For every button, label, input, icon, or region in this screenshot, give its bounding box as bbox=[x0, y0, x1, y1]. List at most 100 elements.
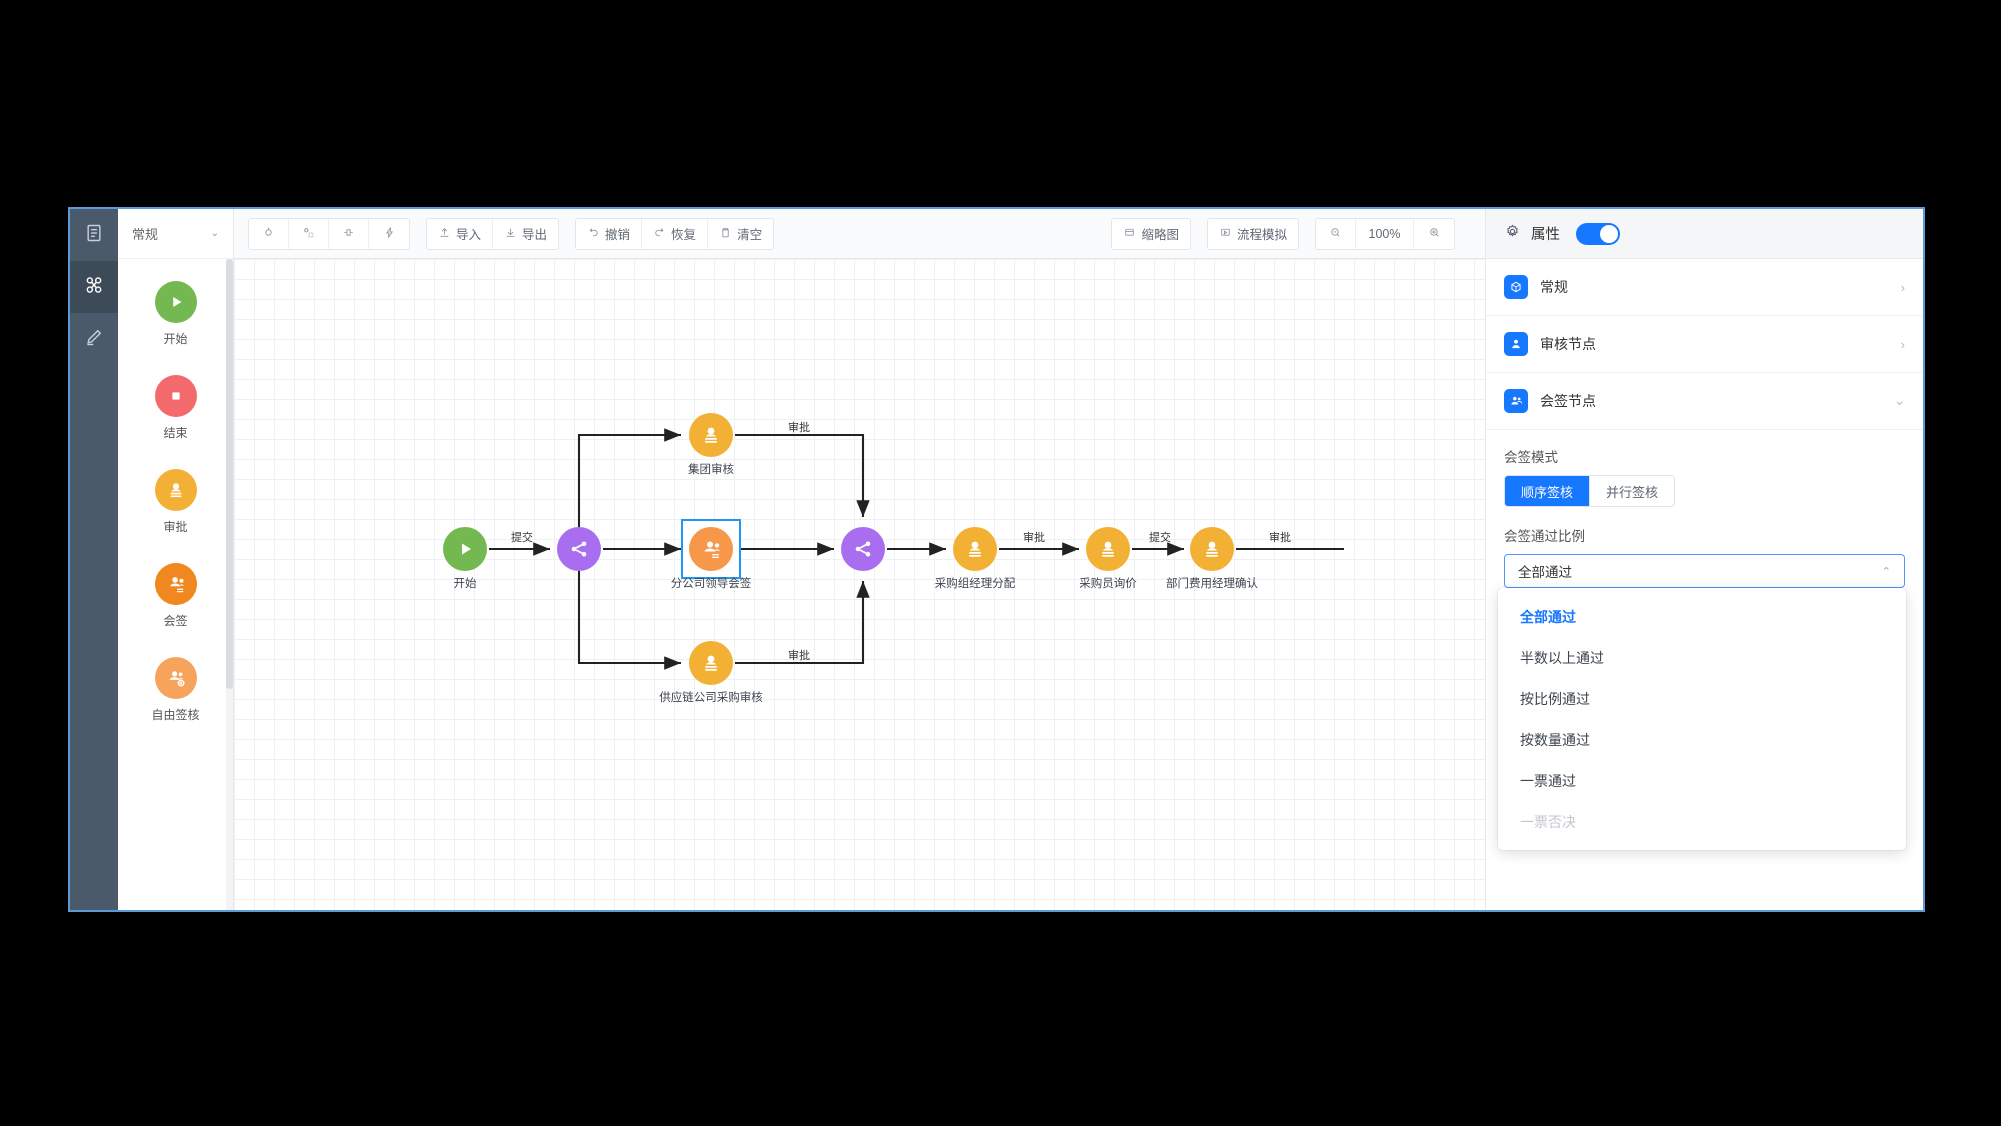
minimap-icon bbox=[1123, 226, 1136, 242]
flow-node-label: 分公司领导会签 bbox=[670, 578, 752, 590]
flow-node-label: 采购组经理分配 bbox=[934, 578, 1016, 590]
redo-button[interactable]: 恢复 bbox=[642, 218, 709, 249]
countersign-ratio-label: 会签通过比例 bbox=[1504, 529, 1585, 544]
properties-section-1[interactable]: 常规› bbox=[1486, 259, 1923, 316]
ratio-option-2[interactable]: 半数以上通过 bbox=[1520, 649, 1604, 666]
import-button[interactable]: 导入 bbox=[427, 218, 494, 249]
chevron-down-icon: ⌄ bbox=[1894, 393, 1905, 408]
left-icon-rail bbox=[70, 209, 118, 910]
export-label: 导出 bbox=[522, 228, 548, 242]
chevron-up-icon: ⌃ bbox=[1881, 565, 1891, 578]
properties-header: 属性 bbox=[1486, 209, 1923, 259]
chevron-right-icon: › bbox=[1900, 336, 1905, 352]
palette-item-3[interactable]: 审批 bbox=[118, 469, 233, 535]
flow-node-buyer[interactable]: 采购员询价 bbox=[1079, 527, 1137, 590]
palette-item-label: 结束 bbox=[163, 426, 188, 440]
download-icon bbox=[504, 226, 517, 242]
cube-icon bbox=[1504, 275, 1528, 299]
user-group-icon bbox=[1504, 389, 1528, 413]
stamp-icon bbox=[1086, 527, 1130, 571]
ratio-option-1[interactable]: 全部通过 bbox=[1520, 608, 1576, 625]
stamp-icon bbox=[689, 641, 733, 685]
palette-category-header[interactable]: 常规 ⌄ bbox=[118, 209, 233, 259]
rail-item-form-designer[interactable] bbox=[70, 209, 118, 261]
document-icon bbox=[84, 223, 104, 248]
group-icon bbox=[689, 527, 733, 571]
countersign-ratio-dropdown[interactable]: 全部通过半数以上通过按比例通过按数量通过一票通过一票否决 bbox=[1498, 588, 1906, 850]
import-label: 导入 bbox=[456, 228, 482, 242]
palette-item-list: 开始结束审批会签自由签核 bbox=[118, 259, 233, 910]
align-center-button[interactable] bbox=[329, 218, 369, 249]
flow-node-gw2[interactable] bbox=[841, 527, 885, 571]
undo-button[interactable]: 撤销 bbox=[576, 218, 643, 249]
gear-icon bbox=[1504, 223, 1521, 245]
flow-edge-label: 审批 bbox=[788, 650, 810, 662]
zoom-level-value[interactable]: 100% bbox=[1356, 218, 1414, 249]
auto-layout-button[interactable] bbox=[369, 218, 409, 249]
rail-item-style-designer[interactable] bbox=[70, 313, 118, 365]
palette-item-label: 会签 bbox=[163, 614, 188, 628]
group-icon bbox=[154, 563, 197, 605]
flow-node-label: 开始 bbox=[453, 578, 477, 590]
flow-node-group[interactable]: 集团审核 bbox=[688, 413, 734, 476]
play-icon bbox=[154, 281, 197, 323]
export-button[interactable]: 导出 bbox=[493, 218, 559, 249]
flow-node-start[interactable]: 开始 bbox=[443, 527, 487, 590]
toolbar-group-simulate: 流程模拟 bbox=[1206, 217, 1299, 250]
flow-designer-window: 常规 ⌄ 开始结束审批会签自由签核 bbox=[68, 207, 1925, 912]
flow-node-buyergp[interactable]: 采购组经理分配 bbox=[935, 527, 1015, 590]
properties-section-label: 会签节点 bbox=[1540, 393, 1596, 409]
countersign-ratio-select[interactable]: 全部通过 ⌃ bbox=[1504, 554, 1905, 588]
flow-node-label: 集团审核 bbox=[688, 464, 734, 476]
align-center-icon bbox=[342, 226, 355, 242]
properties-section-label: 常规 bbox=[1540, 279, 1568, 295]
properties-section-2[interactable]: 审核节点› bbox=[1486, 316, 1923, 373]
ratio-option-5[interactable]: 一票通过 bbox=[1520, 772, 1576, 789]
flow-node-gw1[interactable] bbox=[557, 527, 601, 571]
palette-item-4[interactable]: 会签 bbox=[118, 563, 233, 629]
flow-node-supply[interactable]: 供应链公司采购审核 bbox=[659, 641, 763, 704]
editor-center: 导入 导出 撤销 bbox=[234, 209, 1485, 910]
clear-button[interactable]: 清空 bbox=[708, 218, 774, 249]
user-icon bbox=[1504, 332, 1528, 356]
align-node-button[interactable] bbox=[289, 218, 329, 249]
stamp-icon bbox=[1190, 527, 1234, 571]
flow-edge-label: 审批 bbox=[1269, 532, 1291, 544]
properties-section-3[interactable]: 会签节点 ⌄ bbox=[1486, 373, 1923, 430]
stamp-icon bbox=[689, 413, 733, 457]
flow-node-branch[interactable]: 分公司领导会签 bbox=[671, 519, 751, 590]
countersign-mode-option-2[interactable]: 并行签核 bbox=[1590, 476, 1675, 506]
palette-scrollbar-thumb[interactable] bbox=[226, 259, 233, 689]
clear-label: 清空 bbox=[737, 228, 763, 242]
simulate-icon bbox=[1219, 226, 1232, 242]
stamp-icon bbox=[154, 469, 197, 511]
minimap-label: 缩略图 bbox=[1141, 228, 1179, 242]
flow-edge-label: 审批 bbox=[788, 422, 810, 434]
ratio-option-4[interactable]: 按数量通过 bbox=[1520, 731, 1590, 748]
simulate-label: 流程模拟 bbox=[1236, 228, 1287, 242]
minimap-button[interactable]: 缩略图 bbox=[1112, 218, 1190, 249]
flow-node-deptmgr[interactable]: 部门费用经理确认 bbox=[1166, 527, 1258, 590]
flow-canvas[interactable]: 开始 集团审核分公司领导会签供应链公司采购审核 采购组经理分配 采购员询价部门费用经理… bbox=[234, 259, 1485, 910]
palette-item-1[interactable]: 开始 bbox=[118, 281, 233, 347]
simulate-button[interactable]: 流程模拟 bbox=[1207, 218, 1298, 249]
zoom-out-button[interactable] bbox=[1316, 218, 1356, 249]
ratio-option-3[interactable]: 按比例通过 bbox=[1520, 690, 1590, 707]
palette-item-5[interactable]: 自由签核 bbox=[118, 657, 233, 723]
align-top-button[interactable] bbox=[249, 218, 289, 249]
redo-label: 恢复 bbox=[671, 228, 697, 242]
zoom-out-icon bbox=[1329, 226, 1342, 242]
flow-node-label: 部门费用经理确认 bbox=[1166, 578, 1258, 590]
properties-toggle-knob bbox=[1600, 224, 1618, 243]
toolbar-group-zoom: 100% bbox=[1315, 217, 1455, 250]
branch-icon bbox=[841, 527, 885, 571]
rail-item-flow-designer[interactable] bbox=[70, 261, 118, 313]
properties-toggle[interactable] bbox=[1576, 222, 1620, 245]
ratio-option-6: 一票否决 bbox=[1520, 813, 1576, 830]
countersign-mode-label: 会签模式 bbox=[1504, 450, 1558, 465]
palette-scrollbar[interactable] bbox=[226, 259, 233, 910]
palette-item-2[interactable]: 结束 bbox=[118, 375, 233, 441]
toolbar-group-minimap: 缩略图 bbox=[1111, 217, 1191, 250]
countersign-mode-option-1[interactable]: 顺序签核 bbox=[1505, 476, 1591, 506]
zoom-in-button[interactable] bbox=[1414, 218, 1454, 249]
